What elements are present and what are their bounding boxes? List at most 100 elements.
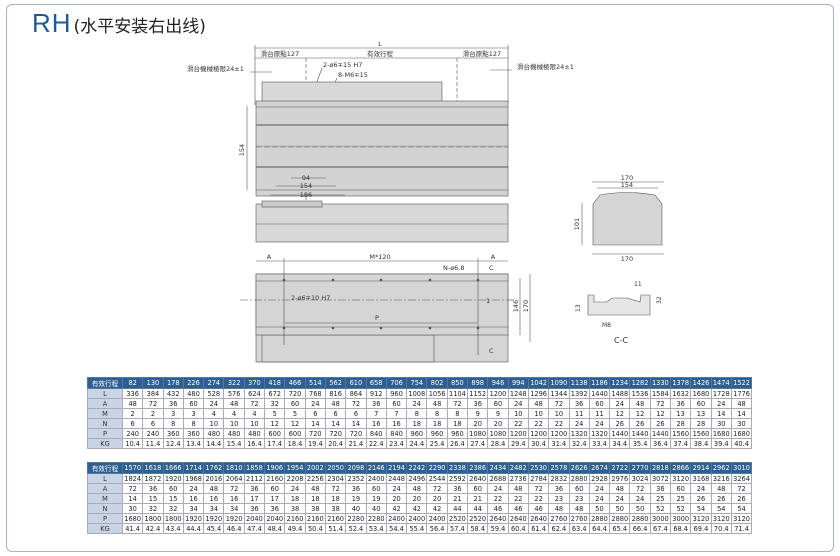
stroke-cell: 370 — [243, 377, 266, 389]
value-cell: 6 — [324, 408, 347, 419]
value-cell: 1320 — [588, 428, 611, 439]
value-cell: 1680 — [730, 428, 753, 439]
value-cell: 30 — [121, 503, 144, 514]
value-cell: 32 — [162, 503, 184, 514]
value-cell: 1440 — [649, 428, 672, 439]
value-cell: 42 — [426, 503, 448, 514]
value-cell: 22 — [527, 418, 550, 429]
svg-text:有效行程: 有效行程 — [367, 49, 394, 58]
value-cell: 12 — [649, 408, 672, 419]
value-cell: 960 — [406, 428, 428, 439]
value-cell: 20.4 — [324, 438, 347, 449]
value-cell: 9 — [467, 408, 489, 419]
value-cell: 14 — [324, 418, 347, 429]
value-cell: 37.4 — [670, 438, 692, 449]
value-cell: 8 — [426, 408, 448, 419]
value-cell: 1080 — [467, 428, 489, 439]
stroke-cell: 2386 — [467, 462, 489, 474]
value-cell: 72 — [548, 398, 570, 409]
value-cell: 60 — [588, 398, 611, 409]
value-cell: 2640 — [487, 513, 509, 524]
svg-text:2-ø6∓10 H7: 2-ø6∓10 H7 — [291, 294, 330, 302]
value-cell: 57.4 — [446, 523, 469, 534]
value-cell: 360 — [162, 428, 184, 439]
value-cell: 2880 — [568, 473, 590, 484]
value-cell: 60 — [568, 483, 590, 494]
value-cell: 672 — [264, 388, 286, 399]
value-cell: 960 — [385, 388, 408, 399]
value-cell: 2280 — [345, 513, 367, 524]
value-cell: 1008 — [406, 388, 428, 399]
value-cell: 2160 — [304, 513, 326, 524]
stroke-cell: 418 — [264, 377, 286, 389]
value-cell: 22 — [548, 418, 570, 429]
value-cell: 2112 — [243, 473, 266, 484]
stroke-cell: 1858 — [243, 462, 266, 474]
value-cell: 42.4 — [142, 523, 164, 534]
value-cell: 2496 — [406, 473, 428, 484]
value-cell: 1728 — [710, 388, 732, 399]
value-cell: 22 — [487, 493, 509, 504]
value-cell: 48 — [568, 503, 590, 514]
value-cell: 1800 — [142, 513, 164, 524]
value-cell: 480 — [223, 428, 245, 439]
value-cell: 1152 — [467, 388, 489, 399]
value-cell: 2640 — [527, 513, 550, 524]
value-cell: 720 — [324, 428, 347, 439]
value-cell: 13.4 — [182, 438, 205, 449]
stroke-cell: 802 — [426, 377, 448, 389]
value-cell: 72 — [730, 483, 753, 494]
value-cell: 2304 — [324, 473, 347, 484]
value-cell: 2400 — [385, 513, 408, 524]
value-cell: 54 — [730, 503, 753, 514]
value-cell: 24 — [609, 398, 631, 409]
value-cell: 18 — [304, 493, 326, 504]
value-cell: 768 — [304, 388, 326, 399]
value-cell: 528 — [203, 388, 225, 399]
stroke-cell: 994 — [507, 377, 529, 389]
value-cell: 2016 — [203, 473, 225, 484]
value-cell: 38 — [284, 503, 306, 514]
value-cell: 60 — [385, 398, 408, 409]
value-cell: 2160 — [324, 513, 347, 524]
value-cell: 26 — [649, 418, 672, 429]
value-cell: 16 — [223, 493, 245, 504]
value-cell: 72 — [121, 483, 144, 494]
value-cell: 2880 — [588, 513, 611, 524]
value-cell: 34.4 — [609, 438, 631, 449]
stroke-cell: 130 — [142, 377, 164, 389]
value-cell: 1056 — [426, 388, 448, 399]
value-cell: 39.4 — [710, 438, 732, 449]
value-cell: 15 — [142, 493, 164, 504]
svg-text:滑台原點127: 滑台原點127 — [463, 49, 501, 58]
value-cell: 50 — [609, 503, 631, 514]
stroke-cell: 2770 — [629, 462, 651, 474]
svg-text:154: 154 — [300, 182, 312, 190]
value-cell: 10 — [243, 418, 266, 429]
value-cell: 1680 — [121, 513, 144, 524]
value-cell: 840 — [385, 428, 408, 439]
value-cell: 56.4 — [426, 523, 448, 534]
stroke-cell: 2866 — [670, 462, 692, 474]
value-cell: 24 — [568, 418, 590, 429]
value-cell: 47.4 — [243, 523, 266, 534]
value-cell: 28 — [690, 418, 712, 429]
stroke-cell: 610 — [345, 377, 367, 389]
value-cell: 48 — [629, 398, 651, 409]
stroke-cell: 658 — [365, 377, 387, 389]
value-cell: 2976 — [609, 473, 631, 484]
value-cell: 2160 — [264, 473, 286, 484]
value-cell: 3 — [162, 408, 184, 419]
value-cell: 64.4 — [588, 523, 611, 534]
stroke-cell: 2146 — [365, 462, 387, 474]
value-cell: 67.4 — [649, 523, 672, 534]
value-cell: 30 — [710, 418, 732, 429]
value-cell: 3024 — [629, 473, 651, 484]
value-cell: 384 — [142, 388, 164, 399]
value-cell: 26 — [629, 418, 651, 429]
value-cell: 18 — [446, 418, 469, 429]
